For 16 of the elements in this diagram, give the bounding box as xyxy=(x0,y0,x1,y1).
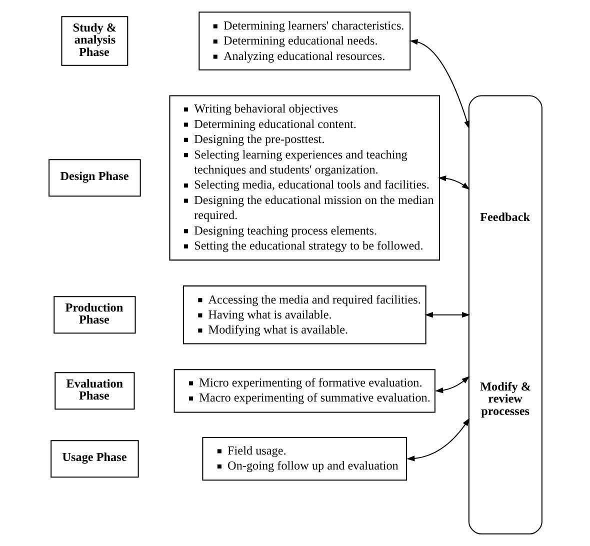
node-box: Determining learners' characteristics. Determining educational needs. Analyzing educational resources. xyxy=(198,12,410,70)
node-box: Usage Phase xyxy=(50,440,138,478)
arrow xyxy=(424,312,470,318)
node-box: Study & analysis Phase xyxy=(60,16,128,66)
node-box: Accessing the media and required facilities. Having what is available. Modifying what is available. xyxy=(182,285,426,344)
node-box: Evaluation Phase xyxy=(54,372,134,410)
arrow xyxy=(434,376,470,394)
node-box: Writing behavioral objectives Determining educational content. Designing the pre-posttest. Selecting learning experiences and teaching techniques and students' organization. Selecting media, educational tools and facilities. Designing the educational mission on the median required. Designing teaching process elements. Setting the educational strategy to be followed. xyxy=(168,95,440,261)
node-box: Feedback Modify & review processes xyxy=(468,95,542,534)
arrow xyxy=(437,176,470,190)
node-box: Production Phase xyxy=(53,296,136,334)
node-box: Micro experimenting of formative evaluation. Macro experimenting of summative evaluation. xyxy=(173,369,435,413)
node-box: Field usage. On-going follow up and evaluation xyxy=(202,437,407,481)
arrow xyxy=(406,418,470,462)
node-box: Design Phase xyxy=(48,159,140,197)
arrow xyxy=(409,39,470,130)
